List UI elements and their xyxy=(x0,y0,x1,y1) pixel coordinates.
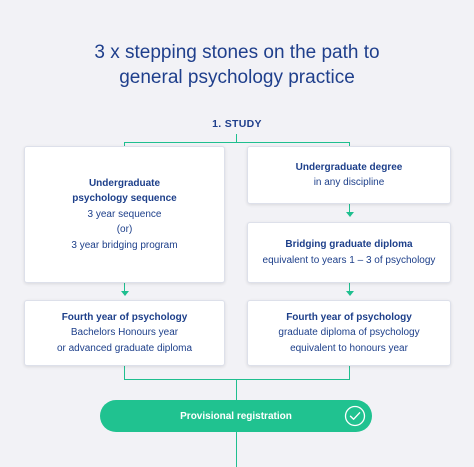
check-circle-icon xyxy=(344,405,366,427)
box-text: 3 year sequence xyxy=(87,208,162,220)
box-text: equivalent to years 1 – 3 of psychology xyxy=(262,254,436,266)
arrow-right-to-bridging xyxy=(345,212,354,217)
connector-right-down xyxy=(349,142,350,148)
box-text: equivalent to honours year xyxy=(290,342,408,354)
box-heading: Undergraduate xyxy=(88,177,161,189)
box-heading: psychology sequence xyxy=(72,193,177,205)
title-line-1: 3 x stepping stones on the path to xyxy=(94,42,380,63)
connector-right-to-bridging xyxy=(349,204,350,214)
box-fourth-year-left: Fourth year of psychology Bachelors Hono… xyxy=(24,300,225,366)
connector-left-down xyxy=(124,142,125,146)
box-heading: Fourth year of psychology xyxy=(61,311,188,323)
box-heading: Fourth year of psychology xyxy=(286,311,412,323)
box-text: Bachelors Honours year xyxy=(70,327,179,339)
provisional-registration-pill: Provisional registration xyxy=(100,400,372,432)
box-undergraduate-degree: Undergraduate degree in any discipline xyxy=(247,146,451,204)
box-text: (or) xyxy=(116,224,133,236)
box-bridging-graduate-diploma: Bridging graduate diploma equivalent to … xyxy=(247,222,451,283)
pill-label: Provisional registration xyxy=(180,410,292,422)
box-text: in any discipline xyxy=(313,177,385,188)
connector-step-vertical xyxy=(236,134,237,142)
connector-right-to-fourth xyxy=(349,283,350,293)
diagram-title: 3 x stepping stones on the path to gener… xyxy=(0,40,474,90)
box-heading: Bridging graduate diploma xyxy=(285,239,413,250)
box-text: or advanced graduate diploma xyxy=(56,342,193,354)
connector-to-pill xyxy=(236,379,237,400)
box-undergraduate-psychology-sequence: Undergraduate psychology sequence 3 year… xyxy=(24,146,225,283)
arrow-left-to-fourth xyxy=(120,291,129,296)
box-text: graduate diploma of psychology xyxy=(278,327,420,339)
connector-bottom-horizontal xyxy=(124,379,350,380)
connector-right-bottom-down xyxy=(349,366,350,379)
connector-left-bottom-down xyxy=(124,366,125,379)
title-line-2: general psychology practice xyxy=(119,67,355,88)
connector-below-pill xyxy=(236,432,237,467)
connector-top-horizontal xyxy=(124,142,350,143)
box-heading: Undergraduate degree xyxy=(295,161,403,173)
arrow-right-to-fourth xyxy=(345,291,354,296)
step-label: 1. STUDY xyxy=(212,118,262,130)
connector-left-to-fourth xyxy=(124,283,125,293)
box-fourth-year-right: Fourth year of psychology graduate diplo… xyxy=(247,300,451,366)
box-text: 3 year bridging program xyxy=(71,239,178,251)
